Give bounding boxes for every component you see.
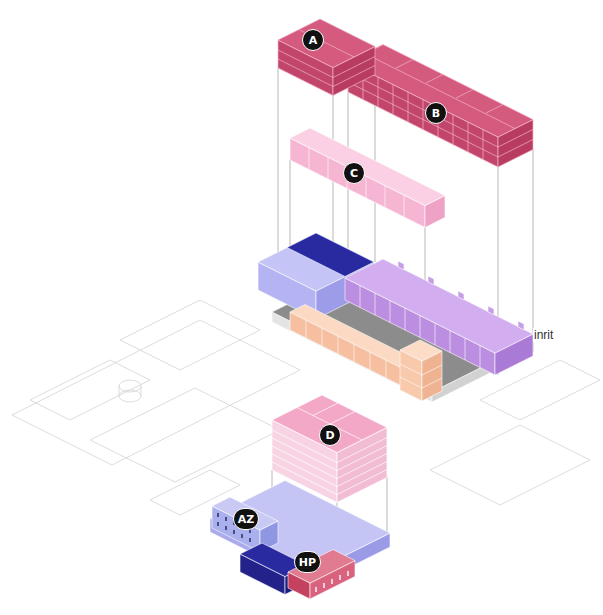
callout-circle: AZ bbox=[233, 508, 259, 530]
context-outline bbox=[119, 386, 141, 396]
building-hp bbox=[288, 550, 355, 584]
block-a bbox=[278, 19, 375, 96]
callout-letter: A bbox=[309, 35, 318, 46]
peach-block bbox=[400, 340, 442, 361]
block-c bbox=[309, 148, 404, 218]
context-outline bbox=[119, 390, 141, 402]
callout-letter: C bbox=[350, 168, 358, 179]
context-outline bbox=[30, 360, 150, 420]
callout-circle: HP bbox=[294, 551, 321, 573]
block-d bbox=[337, 438, 387, 495]
building-az bbox=[212, 497, 278, 530]
callout-letter: HP bbox=[299, 557, 316, 568]
callout-letter: D bbox=[325, 430, 334, 441]
context-outline bbox=[12, 320, 300, 465]
block-c bbox=[290, 128, 445, 206]
building-hp bbox=[316, 571, 348, 592]
purple-block bbox=[398, 261, 524, 330]
block-b bbox=[365, 45, 515, 129]
callout-letter: AZ bbox=[238, 514, 255, 525]
annotation-label: inrit bbox=[533, 328, 554, 342]
callout-circle: D bbox=[319, 424, 341, 446]
callout-letter: B bbox=[432, 108, 440, 119]
block-b bbox=[363, 70, 483, 160]
peach-block bbox=[306, 320, 386, 378]
callout-circle: B bbox=[425, 102, 447, 124]
building-az bbox=[212, 497, 278, 552]
building-hp bbox=[288, 550, 355, 600]
block-d bbox=[272, 395, 387, 453]
block-d bbox=[297, 403, 362, 440]
base-plate bbox=[210, 481, 390, 571]
context-outline bbox=[430, 425, 590, 505]
peach-block bbox=[400, 364, 442, 388]
block-c bbox=[290, 128, 445, 228]
callout-circle: C bbox=[343, 162, 365, 184]
block-b bbox=[348, 45, 533, 138]
block-d bbox=[272, 430, 337, 495]
context-outline bbox=[120, 300, 260, 370]
peach-block bbox=[290, 305, 442, 402]
context-outline bbox=[90, 388, 280, 482]
callout-circle: A bbox=[302, 29, 324, 51]
building-az bbox=[212, 506, 260, 552]
block-d bbox=[272, 395, 387, 503]
block-b bbox=[348, 72, 533, 157]
base-plate bbox=[210, 481, 390, 585]
block-a bbox=[278, 30, 375, 87]
block-b bbox=[348, 45, 533, 168]
